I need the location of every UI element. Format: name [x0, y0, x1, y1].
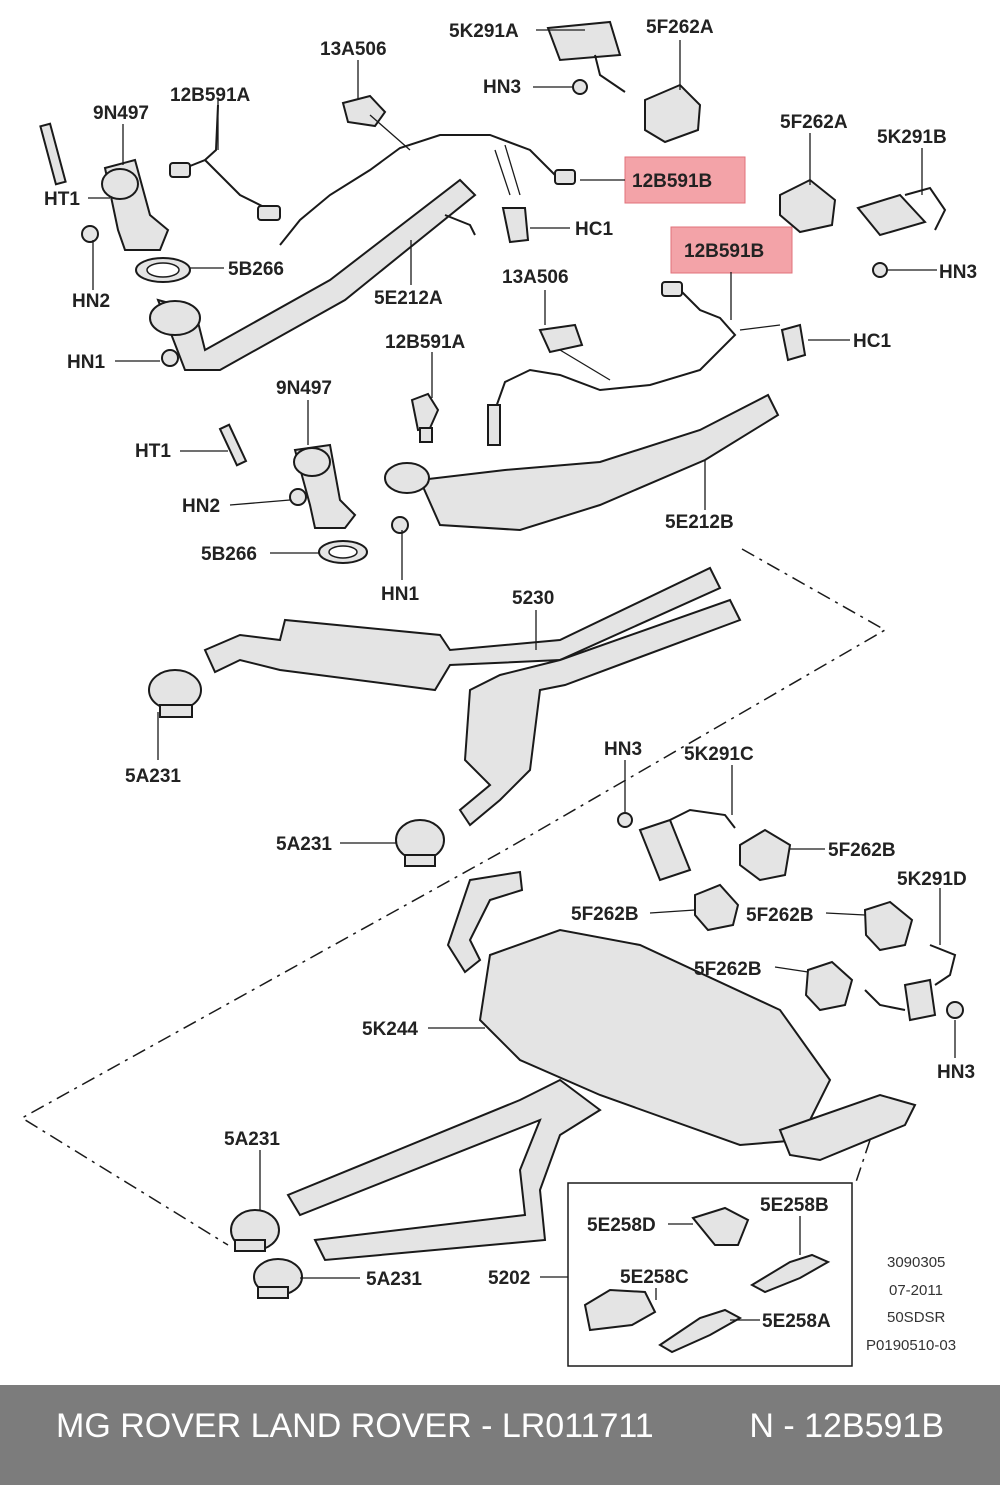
label-HN3-upper: HN3 [483, 77, 521, 98]
rubber-insulator-5F262B-4 [804, 960, 854, 1012]
label-HC1-upper: HC1 [575, 219, 613, 240]
label-5K244: 5K244 [362, 1019, 418, 1040]
mount-bracket-5K291D [864, 944, 964, 1022]
rubber-insulator-5F262A-lower [779, 178, 837, 234]
label-HN3-lower: HN3 [937, 1062, 975, 1083]
heat-shield-5E258A [658, 1308, 743, 1354]
label-5202: 5202 [488, 1268, 530, 1289]
label-5F262B-2: 5F262B [571, 904, 639, 925]
label-13A506-upper: 13A506 [320, 39, 387, 60]
rear-section-dashed-outline [20, 548, 887, 1246]
rubber-insulator-5F262B-2 [694, 883, 740, 932]
label-5E212B: 5E212B [665, 512, 734, 533]
heat-shield-kit-5202-box [567, 1182, 853, 1367]
label-5E212A: 5E212A [374, 288, 443, 309]
diagram-ref-id: P0190510-03 [866, 1337, 956, 1354]
label-5F262B-1: 5F262B [828, 840, 896, 861]
clamp-5A231-4 [253, 1258, 303, 1299]
exhaust-manifold-9N497-lower [218, 423, 357, 529]
footer-part-title: MG ROVER LAND ROVER - LR011711 [56, 1407, 654, 1445]
label-12B591A-upper: 12B591A [170, 85, 251, 106]
label-HT1-lower: HT1 [135, 441, 171, 462]
label-5F262A-upper: 5F262A [646, 17, 714, 38]
clamp-5A231-2 [395, 819, 445, 867]
gasket-5B266-upper [135, 257, 191, 283]
label-5F262B-4: 5F262B [694, 959, 762, 980]
heat-shield-5E258C [583, 1288, 657, 1332]
label-HN2-upper: HN2 [72, 291, 110, 312]
label-HN3-middle: HN3 [604, 739, 642, 760]
diagram-ref-code: 50SDSR [887, 1309, 946, 1326]
label-5K291A: 5K291A [449, 21, 519, 42]
footer-part-number: N - 12B591B [749, 1407, 944, 1445]
label-HN1-lower: HN1 [381, 584, 419, 605]
front-pipe-5E212A [149, 178, 477, 371]
diagram-ref-number: 3090305 [887, 1254, 945, 1271]
mount-bracket-5K291C [617, 808, 736, 882]
label-13A506-lower: 13A506 [502, 267, 569, 288]
heat-shield-5E258D [691, 1206, 750, 1246]
label-5A231-3: 5A231 [224, 1129, 280, 1150]
label-5F262B-3: 5F262B [746, 905, 814, 926]
label-HN1-upper: HN1 [67, 352, 105, 373]
highlight-box-12B591B-lower [670, 226, 793, 274]
label-HN3-right: HN3 [939, 262, 977, 283]
sensor-harness-lower [487, 281, 807, 446]
label-5F262A-lower: 5F262A [780, 112, 848, 133]
label-9N497-upper: 9N497 [93, 103, 149, 124]
label-9N497-lower: 9N497 [276, 378, 332, 399]
label-HN2-lower: HN2 [182, 496, 220, 517]
label-5E258A: 5E258A [762, 1311, 831, 1332]
label-5230: 5230 [512, 588, 554, 609]
label-5B266-upper: 5B266 [228, 259, 284, 280]
rubber-insulator-5F262B-1 [739, 828, 792, 882]
label-5K291B: 5K291B [877, 127, 947, 148]
label-5K291C: 5K291C [684, 744, 754, 765]
mount-bracket-5K291A [546, 20, 626, 95]
label-5A231-4: 5A231 [366, 1269, 422, 1290]
rear-muffler-5K244 [286, 870, 917, 1262]
front-pipe-5E212B [384, 393, 780, 534]
label-5K291D: 5K291D [897, 869, 967, 890]
leader-lines [88, 29, 956, 1321]
highlight-box-12B591B-upper [624, 156, 746, 204]
oxygen-sensor-12B591A-upper [169, 104, 281, 221]
label-5E258B: 5E258B [760, 1195, 829, 1216]
label-5E258C: 5E258C [620, 1267, 689, 1288]
footer-bar: MG ROVER LAND ROVER - LR011711 N - 12B59… [0, 1385, 1000, 1485]
label-12B591A-lower: 12B591A [385, 332, 466, 353]
exhaust-parts-diagram: 5K291A 5F262A 13A506 HN3 12B591A 9N497 5… [20, 17, 977, 1367]
diagram-ref-date: 07-2011 [889, 1282, 943, 1299]
mount-bracket-5K291B [856, 186, 947, 278]
heat-shield-5E258B [749, 1253, 831, 1294]
label-5A231-1: 5A231 [125, 766, 181, 787]
label-HC1-lower: HC1 [853, 331, 891, 352]
label-5B266-lower: 5B266 [201, 544, 257, 565]
rubber-insulator-5F262B-3 [863, 900, 914, 952]
gasket-5B266-lower [318, 540, 368, 564]
exhaust-manifold-9N497-upper [39, 122, 170, 251]
intermediate-pipe-5230 [203, 566, 742, 827]
label-12B591B-lower: 12B591B [684, 241, 764, 262]
label-12B591B-upper: 12B591B [632, 171, 712, 192]
label-5A231-2: 5A231 [276, 834, 332, 855]
oxygen-sensor-12B591A-lower [410, 392, 440, 443]
clamp-5A231-3 [230, 1209, 280, 1252]
label-5E258D: 5E258D [587, 1215, 656, 1236]
clamp-5A231-1 [148, 669, 202, 718]
rear-section-dashed-outline-right [854, 1139, 871, 1186]
label-HT1-upper: HT1 [44, 189, 80, 210]
rubber-insulator-5F262A-upper [644, 83, 702, 144]
